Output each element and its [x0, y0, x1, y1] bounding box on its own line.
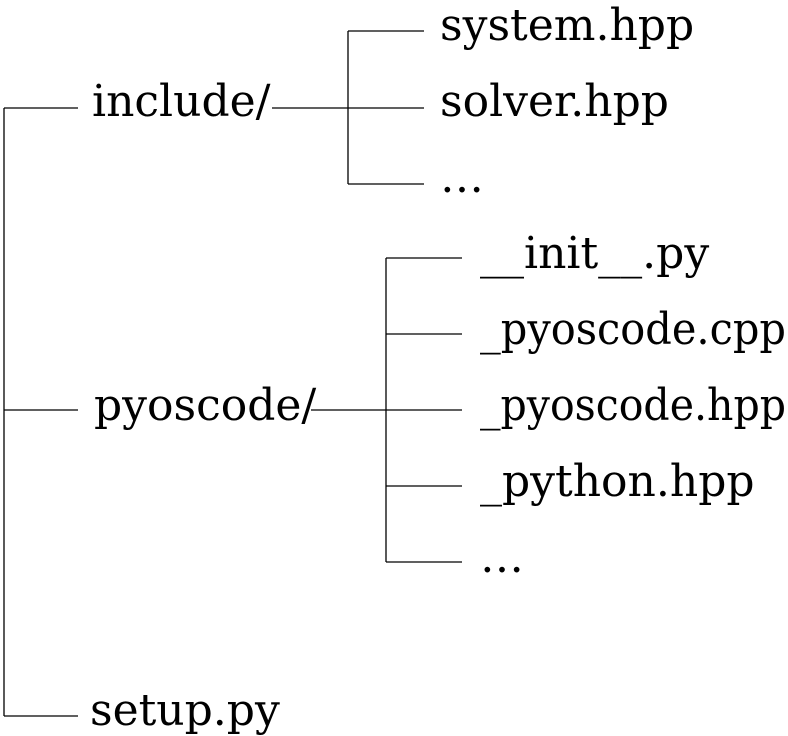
include-ellipsis-label: …: [440, 152, 484, 203]
pyoscode-connectors: [311, 257, 462, 563]
file-system-hpp-label: system.hpp: [440, 0, 694, 51]
file-python-hpp-label: _python.hpp: [480, 456, 755, 507]
include-connectors: [272, 30, 424, 185]
file-setup-label: setup.py: [90, 685, 280, 736]
root-connectors: [3, 107, 78, 717]
file-pyoscode-cpp-label: _pyoscode.cpp: [480, 304, 786, 355]
file-pyoscode-hpp-label: _pyoscode.hpp: [480, 380, 786, 431]
folder-pyoscode-label: pyoscode/: [94, 380, 316, 431]
pyoscode-ellipsis-label: …: [480, 532, 524, 583]
file-solver-hpp-label: solver.hpp: [440, 76, 669, 127]
folder-include-label: include/: [92, 76, 271, 127]
file-init-py-label: __init__.py: [480, 228, 709, 279]
